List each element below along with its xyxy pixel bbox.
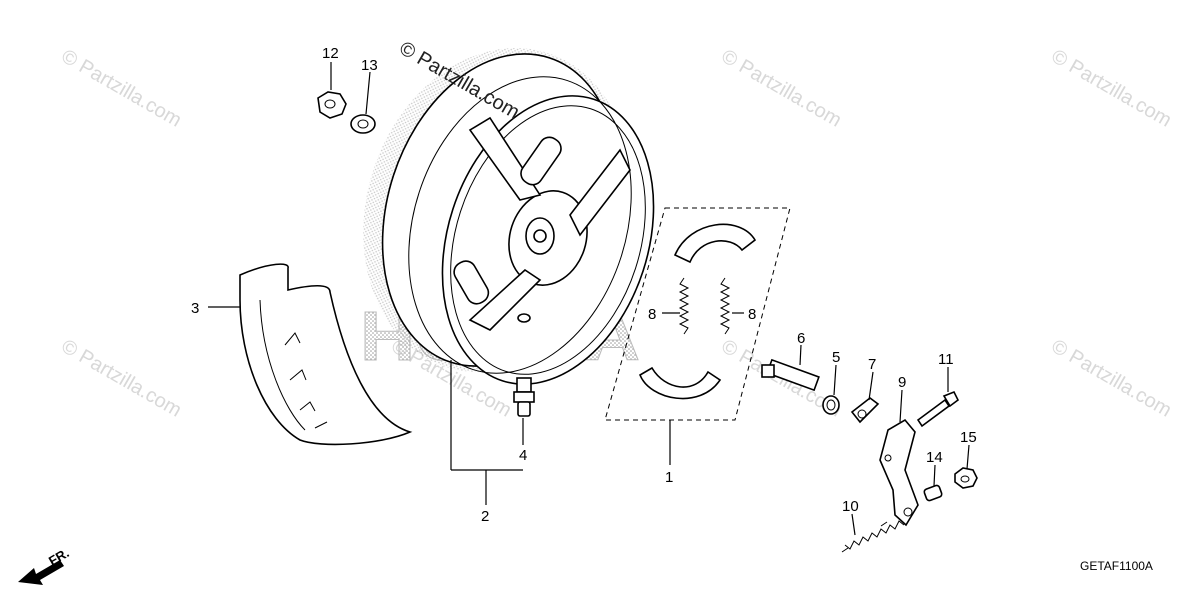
callout-10: 10 bbox=[842, 498, 859, 515]
callout-8-right: 8 bbox=[748, 306, 756, 323]
return-spring bbox=[841, 520, 905, 553]
watermark-2: © Partzilla.com bbox=[718, 45, 846, 131]
callout-13: 13 bbox=[361, 57, 378, 74]
callout-1: 1 bbox=[665, 469, 673, 486]
joint-pin bbox=[923, 484, 943, 502]
brake-arm bbox=[879, 418, 919, 527]
valve-stem bbox=[513, 377, 535, 417]
watermark-1: © Partzilla.com bbox=[58, 45, 186, 131]
callout-4: 4 bbox=[519, 447, 527, 464]
rear-wheel bbox=[363, 48, 655, 385]
callout-3: 3 bbox=[191, 300, 199, 317]
brake-shoe-group bbox=[604, 207, 791, 421]
watermark-4: © Partzilla.com bbox=[58, 335, 186, 421]
callout-2: 2 bbox=[481, 508, 489, 525]
callout-14: 14 bbox=[926, 449, 943, 466]
front-label: FR. bbox=[46, 545, 72, 568]
washer bbox=[350, 114, 376, 134]
callout-7: 7 bbox=[868, 356, 876, 373]
arm-bolt bbox=[916, 390, 960, 428]
leader-lines bbox=[208, 62, 970, 536]
brake-cam bbox=[761, 358, 820, 392]
watermark-3: © Partzilla.com bbox=[1048, 45, 1176, 131]
callouts: 1 2 3 4 5 6 7 8 8 9 10 11 12 13 14 15 bbox=[191, 45, 977, 525]
callout-9: 9 bbox=[898, 374, 906, 391]
callout-6: 6 bbox=[797, 330, 805, 347]
callout-5: 5 bbox=[832, 349, 840, 366]
diagram-code: GETAF1100A bbox=[1080, 559, 1153, 573]
callout-11: 11 bbox=[938, 351, 954, 368]
arm-nut bbox=[954, 467, 978, 489]
dust-seal bbox=[822, 395, 840, 415]
tire bbox=[239, 263, 413, 446]
axle-nut bbox=[317, 91, 347, 119]
callout-8-left: 8 bbox=[648, 306, 656, 323]
wear-indicator bbox=[850, 396, 880, 424]
callout-12: 12 bbox=[322, 45, 339, 62]
watermark-7: © Partzilla.com bbox=[1048, 335, 1176, 421]
front-arrow-icon: FR. bbox=[18, 545, 72, 585]
callout-15: 15 bbox=[960, 429, 977, 446]
